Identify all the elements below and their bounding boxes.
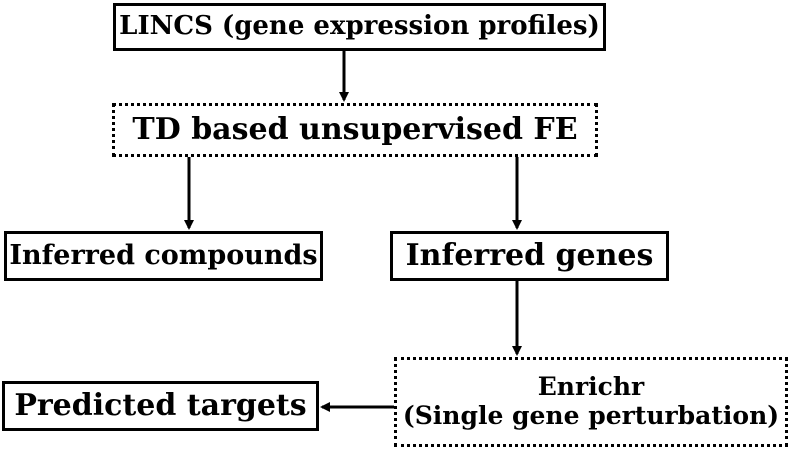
node-td-fe-label: TD based unsupervised FE	[132, 111, 578, 147]
node-inferred-compounds: Inferred compounds	[4, 231, 323, 281]
node-lincs: LINCS (gene expression profiles)	[113, 3, 606, 51]
node-predicted-targets: Predicted targets	[2, 381, 319, 431]
node-inferred-genes: Inferred genes	[390, 231, 669, 281]
node-enrichr-label-line2: (Single gene perturbation)	[402, 401, 780, 430]
node-lincs-label: LINCS (gene expression profiles)	[119, 11, 600, 42]
node-td-fe: TD based unsupervised FE	[112, 103, 598, 157]
node-enrichr-label-line1: Enrichr	[537, 372, 645, 402]
node-predicted-targets-label: Predicted targets	[14, 387, 307, 423]
node-inferred-compounds-label: Inferred compounds	[9, 240, 318, 272]
node-inferred-genes-label: Inferred genes	[405, 237, 654, 273]
node-enrichr: Enrichr (Single gene perturbation)	[394, 357, 788, 447]
